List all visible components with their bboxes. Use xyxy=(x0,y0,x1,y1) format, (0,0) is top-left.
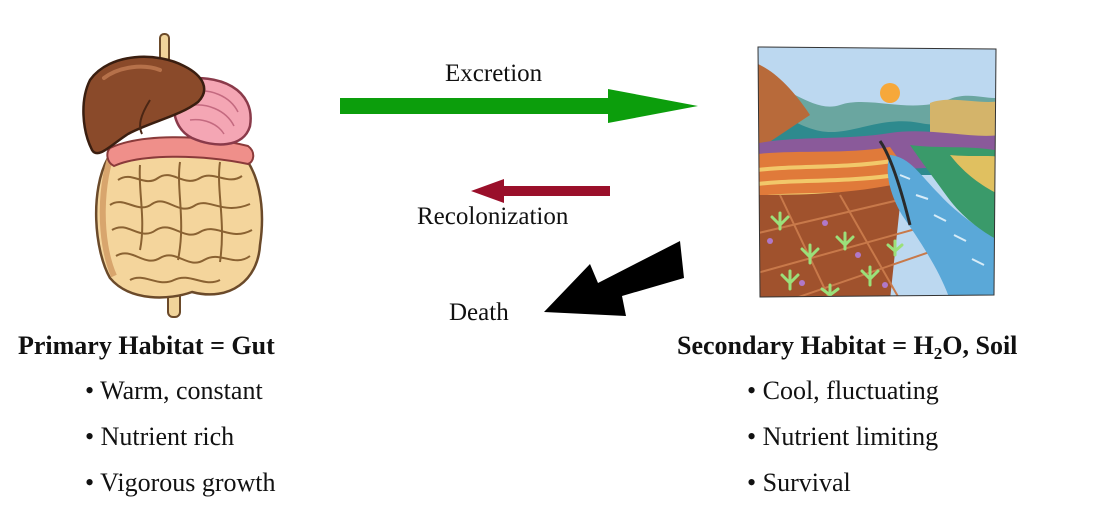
primary-habitat-bullets: • Warm, constant • Nutrient rich • Vigor… xyxy=(85,376,276,514)
bullet-marker: • xyxy=(747,376,757,405)
primary-habitat-title: Primary Habitat = Gut xyxy=(18,331,275,360)
death-arrow xyxy=(544,241,684,316)
excretion-label: Excretion xyxy=(445,60,543,87)
bullet-marker: • xyxy=(747,468,757,497)
secondary-title-suffix: O, Soil xyxy=(942,331,1018,360)
list-item: • Warm, constant xyxy=(85,376,276,422)
bullet-marker: • xyxy=(85,422,95,451)
bullet-text: Survival xyxy=(762,468,851,497)
bullet-text: Cool, fluctuating xyxy=(762,376,939,405)
secondary-habitat-bullets: • Cool, fluctuating • Nutrient limiting … xyxy=(747,376,939,514)
bullet-text: Nutrient rich xyxy=(100,422,235,451)
list-item: • Vigorous growth xyxy=(85,468,276,514)
recolonization-arrow xyxy=(471,179,610,203)
list-item: • Survival xyxy=(747,468,939,514)
bullet-marker: • xyxy=(85,376,95,405)
secondary-habitat-title: Secondary Habitat = H2O, Soil xyxy=(677,331,1017,364)
bullet-text: Warm, constant xyxy=(100,376,263,405)
bullet-text: Vigorous growth xyxy=(100,468,276,497)
secondary-title-prefix: Secondary Habitat = H xyxy=(677,331,934,360)
list-item: • Cool, fluctuating xyxy=(747,376,939,422)
excretion-arrow xyxy=(340,89,698,123)
recolonization-label: Recolonization xyxy=(417,203,569,230)
death-label: Death xyxy=(449,299,509,326)
bullet-text: Nutrient limiting xyxy=(762,422,939,451)
secondary-title-subscript: 2 xyxy=(933,344,943,363)
landscape-river-fields-illustration xyxy=(757,46,997,298)
list-item: • Nutrient rich xyxy=(85,422,276,468)
bullet-marker: • xyxy=(85,468,95,497)
list-item: • Nutrient limiting xyxy=(747,422,939,468)
digestive-system-illustration xyxy=(82,33,264,318)
bullet-marker: • xyxy=(747,422,757,451)
